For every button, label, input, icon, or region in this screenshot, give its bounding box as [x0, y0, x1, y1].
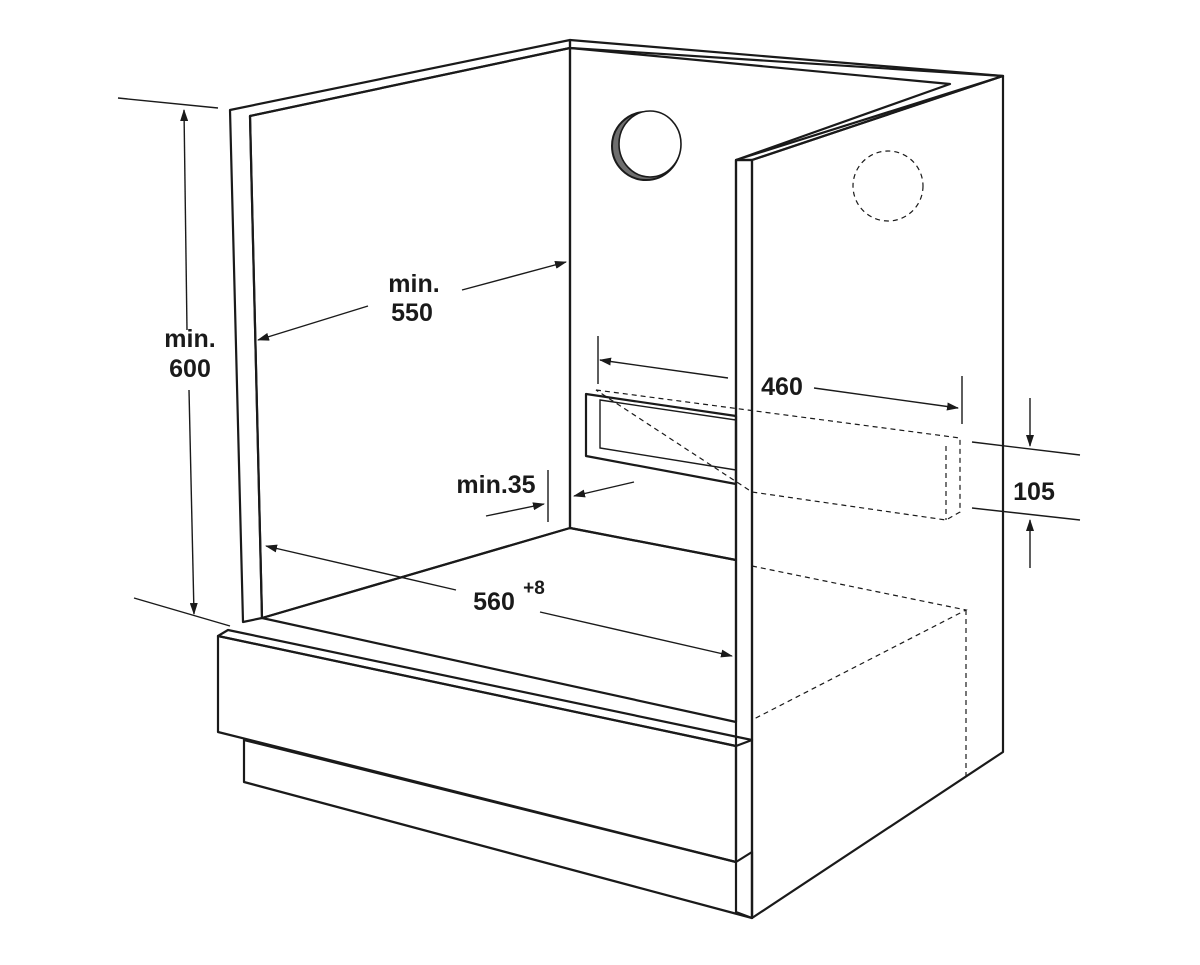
- vent-slot-opening: [599, 399, 737, 471]
- width-label-base: 560: [473, 588, 515, 616]
- gap-arrow-left: [485, 502, 545, 517]
- height-label-line1: min.: [164, 325, 215, 353]
- inner-floor-front-edge: [261, 617, 737, 723]
- left-panel-inner-face: [248, 46, 572, 620]
- height-extension-bottom: [133, 597, 231, 627]
- gap-arrow-right: [573, 481, 635, 498]
- left-panel-front-edge: [228, 38, 572, 624]
- slot-height-extension-top: [971, 441, 1081, 456]
- gap-label: min.35: [456, 471, 535, 499]
- height-label-line2: 600: [169, 355, 211, 383]
- cable-hole-back-inner: [618, 110, 682, 178]
- vent-slot-frame: [584, 392, 738, 486]
- depth-label-line1: min.: [388, 270, 439, 298]
- width-label-tolerance: +8: [523, 578, 545, 599]
- slot-height-label: 105: [1013, 478, 1055, 506]
- plinth-base: [242, 738, 754, 920]
- height-extension-top: [117, 97, 219, 109]
- height-arrow-upper: [180, 109, 189, 331]
- cable-hole-right-hidden: [852, 150, 924, 222]
- cavity-floor: [260, 526, 738, 724]
- plinth-front: [216, 634, 738, 864]
- slot-width-arrow-right: [813, 387, 959, 411]
- height-arrow-lower: [188, 389, 198, 615]
- plinth-top: [216, 628, 754, 748]
- slot-height-extension-bottom: [971, 507, 1081, 521]
- depth-arrow-left: [257, 305, 369, 341]
- slot-width-arrow-left: [599, 357, 729, 379]
- width-arrow-left: [265, 544, 457, 591]
- depth-label-line2: 550: [391, 299, 433, 327]
- base-hidden-outline: [751, 565, 968, 721]
- top-rim: [568, 38, 1005, 162]
- slot-width-label: 460: [761, 373, 803, 401]
- vent-slot-hidden: [595, 389, 961, 521]
- width-arrow-right: [539, 611, 733, 658]
- right-panel-front-edge: [734, 158, 754, 920]
- depth-arrow-right: [461, 260, 567, 291]
